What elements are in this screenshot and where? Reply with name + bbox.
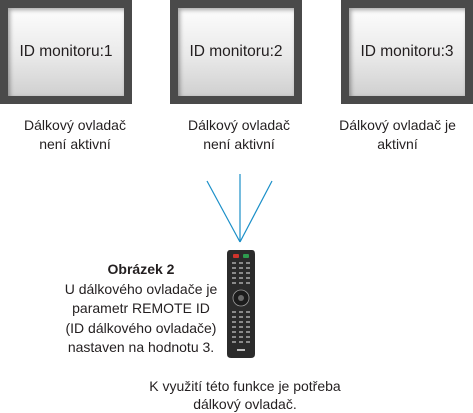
monitor-3-status-line-1: Dálkový ovladač je: [339, 117, 456, 133]
figure-caption-title: Obrázek 2: [107, 261, 175, 277]
figure-caption-line-1: U dálkového ovladače je: [64, 280, 218, 297]
monitor-1-screen: ID monitoru:1: [8, 8, 124, 96]
monitor-2-status-line-1: Dálkový ovladač: [188, 117, 290, 133]
remote-green-button: [243, 254, 249, 258]
footer-note: K využití této funkce je potřeba dálkový…: [118, 377, 372, 413]
monitor-1-status-line-2: není aktivní: [39, 136, 111, 152]
monitor-3: ID monitoru:3: [341, 0, 473, 104]
figure-caption: Obrázek 2 U dálkového ovladače je parame…: [56, 260, 226, 358]
monitor-2-status-line-2: není aktivní: [203, 136, 275, 152]
signal-line-left: [206, 180, 241, 243]
remote-dpad-center: [238, 295, 244, 301]
monitor-3-label: ID monitoru:3: [360, 43, 454, 60]
figure-caption-line-2: parametr REMOTE ID: [72, 300, 210, 316]
monitor-3-status-line-2: aktivní: [377, 136, 418, 152]
remote-lower-buttons: [232, 311, 250, 343]
monitor-1-status: Dálkový ovladač není aktivní: [0, 116, 150, 154]
remote-control-icon: [227, 250, 255, 358]
footer-note-line-2: dálkový ovladač.: [193, 396, 297, 412]
monitor-3-screen: ID monitoru:3: [349, 8, 465, 96]
monitor-1-label: ID monitoru:1: [19, 43, 113, 60]
footer-note-line-1: K využití této funkce je potřeba: [149, 378, 341, 394]
remote-button-grid: [232, 262, 250, 284]
monitor-2-status: Dálkový ovladač není aktivní: [166, 116, 312, 154]
monitor-1-status-line-1: Dálkový ovladač: [24, 117, 126, 133]
remote-power-button: [233, 254, 239, 258]
monitor-2: ID monitoru:2: [170, 0, 302, 104]
figure-caption-line-4: nastaven na hodnotu 3.: [67, 339, 215, 355]
remote-logo-mark: [237, 349, 245, 351]
figure-caption-line-3: (ID dálkového ovladače): [65, 319, 217, 336]
monitor-1: ID monitoru:1: [0, 0, 132, 104]
monitor-2-screen: ID monitoru:2: [178, 8, 294, 96]
monitor-3-status: Dálkový ovladač je aktivní: [322, 116, 473, 154]
monitor-2-label: ID monitoru:2: [189, 43, 283, 60]
signal-line-right: [239, 180, 273, 243]
